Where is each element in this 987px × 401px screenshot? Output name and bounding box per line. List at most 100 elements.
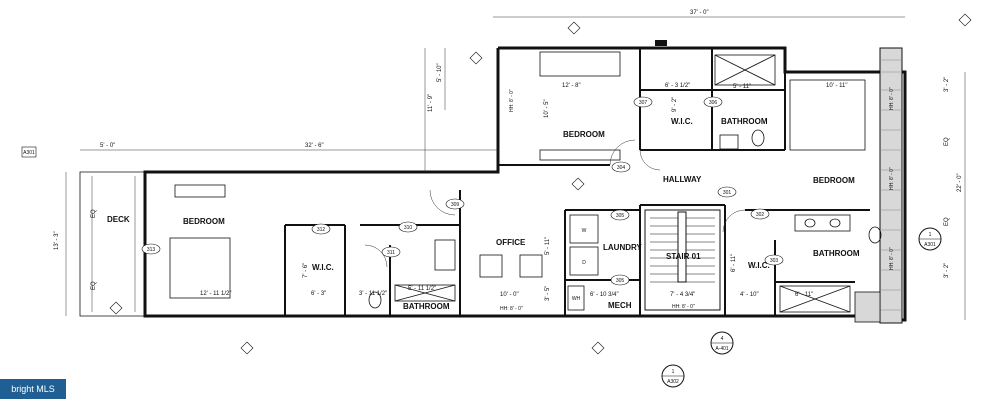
dim-main-width: 32' - 6" xyxy=(305,143,324,149)
door-swings xyxy=(364,139,746,268)
svg-text:A302: A302 xyxy=(667,379,679,385)
dim-wic-left-h: 7' - 6" xyxy=(303,263,309,278)
dim-right-total: 22' - 0" xyxy=(957,173,963,192)
room-label-stair: STAIR 01 xyxy=(666,252,701,261)
room-label-office: OFFICE xyxy=(496,238,526,247)
header-height-c: HH: 8' - 0" xyxy=(889,167,895,190)
room-label-bath-top: BATHROOM xyxy=(721,117,768,126)
dim-eq-right-b: EQ xyxy=(944,217,950,226)
room-label-bedroom-right: BEDROOM xyxy=(813,176,855,185)
room-label-mech: MECH xyxy=(608,301,632,310)
dim-office-b: 3' - 5" xyxy=(545,286,551,301)
dim-eq-left-b: EQ xyxy=(91,281,97,290)
svg-text:301: 301 xyxy=(723,190,732,196)
header-height-d: HH: 8' - 0" xyxy=(889,247,895,270)
dim-bath-left-b: 5' - 11 1/2" xyxy=(408,286,436,292)
section-marker-a301: 1 A301 xyxy=(918,227,942,251)
dim-office-w: 10' - 0" xyxy=(500,292,519,298)
svg-text:4: 4 xyxy=(721,336,724,342)
dim-wic-top-h: 9' - 2" xyxy=(672,97,678,112)
svg-text:306: 306 xyxy=(709,100,718,106)
elevation-tag: A301 xyxy=(21,146,37,158)
dim-overall: 37' - 0" xyxy=(690,10,709,16)
door-tag-312: 312 xyxy=(311,223,331,235)
door-tags: 301 302 303 304 305 305 306 307 309 310 … xyxy=(141,96,784,286)
svg-text:A301: A301 xyxy=(23,150,35,156)
header-height-e: HH: 8' - 0" xyxy=(500,306,523,312)
dryer: D xyxy=(569,246,599,276)
shower-top xyxy=(714,54,776,86)
dim-bed-top-h: 10' - 5" xyxy=(544,99,550,118)
fixtures xyxy=(368,129,882,309)
svg-text:1: 1 xyxy=(929,232,932,238)
dim-bed-right-w: 10' - 11" xyxy=(826,83,848,89)
dim-top-offset-b: 11' - 9" xyxy=(428,94,434,112)
door-tag-304: 304 xyxy=(611,161,631,173)
door-tag-301: 301 xyxy=(717,186,737,198)
svg-text:303: 303 xyxy=(770,258,779,264)
dim-wic-right-w: 4' - 10" xyxy=(740,292,759,298)
room-label-bath-right: BATHROOM xyxy=(813,249,860,258)
dim-wic-left-w: 6' - 3" xyxy=(311,291,326,297)
water-heater: WH xyxy=(567,285,585,311)
dim-wic-top-w: 6' - 3 1/2" xyxy=(665,83,690,89)
svg-text:307: 307 xyxy=(639,100,648,106)
room-label-wic-left: W.I.C. xyxy=(312,263,334,272)
vent xyxy=(655,40,667,46)
dim-bed-left-w: 12' - 11 1/2" xyxy=(200,291,232,297)
svg-text:305: 305 xyxy=(616,278,625,284)
watermark: bright MLS xyxy=(0,379,66,399)
dim-bath-left-a: 3' - 11 1/2" xyxy=(359,291,387,297)
room-label-wic-top: W.I.C. xyxy=(671,117,693,126)
svg-text:1: 1 xyxy=(672,369,675,375)
dim-top-offset-a: 5' - 10" xyxy=(437,63,443,82)
dim-right-a: 3' - 2" xyxy=(944,77,950,92)
bed-left xyxy=(169,184,231,299)
dim-bath-top-w: 5' - 11" xyxy=(733,84,751,90)
bed-right xyxy=(789,79,866,151)
door-tag-305-b: 305 xyxy=(610,274,630,286)
header-height-a: HH: 8' - 0" xyxy=(509,89,515,112)
section-marker-a401: 4 A-401 xyxy=(710,331,734,355)
svg-text:D: D xyxy=(582,260,586,266)
room-label-bath-left: BATHROOM xyxy=(403,302,450,311)
door-tag-311: 311 xyxy=(381,246,401,258)
svg-text:A301: A301 xyxy=(924,242,936,248)
dim-laundry-w: 6' - 10 3/4" xyxy=(590,292,619,298)
dim-wic-right-h: 6' - 11" xyxy=(731,254,737,272)
svg-text:WH: WH xyxy=(572,296,581,302)
dim-eq-right-a: EQ xyxy=(944,137,950,146)
svg-text:302: 302 xyxy=(756,212,765,218)
section-marker-a302: 1 A302 xyxy=(661,364,685,388)
washer: W xyxy=(569,214,599,244)
room-label-bedroom-top: BEDROOM xyxy=(563,130,605,139)
door-tag-313: 313 xyxy=(141,243,161,255)
dim-left-height: 13' - 3" xyxy=(54,231,60,250)
bed-top xyxy=(539,51,621,161)
door-tag-310: 310 xyxy=(398,221,418,233)
reference-diamonds xyxy=(109,13,972,355)
dim-office-h: 5' - 11" xyxy=(545,237,551,255)
door-tag-303: 303 xyxy=(764,254,784,266)
svg-text:311: 311 xyxy=(387,250,395,256)
room-label-bedroom-left: BEDROOM xyxy=(183,217,225,226)
dim-right-b: 3' - 2" xyxy=(944,263,950,278)
stair xyxy=(644,209,721,311)
svg-text:313: 313 xyxy=(147,247,156,253)
dim-bath-right-w: 6' - 11" xyxy=(795,292,813,298)
dim-eq-left-a: EQ xyxy=(91,209,97,218)
svg-text:A-401: A-401 xyxy=(715,346,729,352)
door-tag-302: 302 xyxy=(750,208,770,220)
shower-right xyxy=(779,285,851,313)
svg-text:W: W xyxy=(582,228,587,234)
svg-text:312: 312 xyxy=(317,227,326,233)
dim-stair-w: 7' - 4 3/4" xyxy=(670,292,695,298)
svg-text:310: 310 xyxy=(404,225,413,231)
room-label-wic-right: W.I.C. xyxy=(748,261,770,270)
shower-left xyxy=(394,284,456,302)
header-height-f: HH: 8' - 0" xyxy=(672,304,695,310)
header-height-b: HH: 8' - 0" xyxy=(889,87,895,110)
svg-text:309: 309 xyxy=(451,202,460,208)
svg-text:304: 304 xyxy=(617,165,626,171)
